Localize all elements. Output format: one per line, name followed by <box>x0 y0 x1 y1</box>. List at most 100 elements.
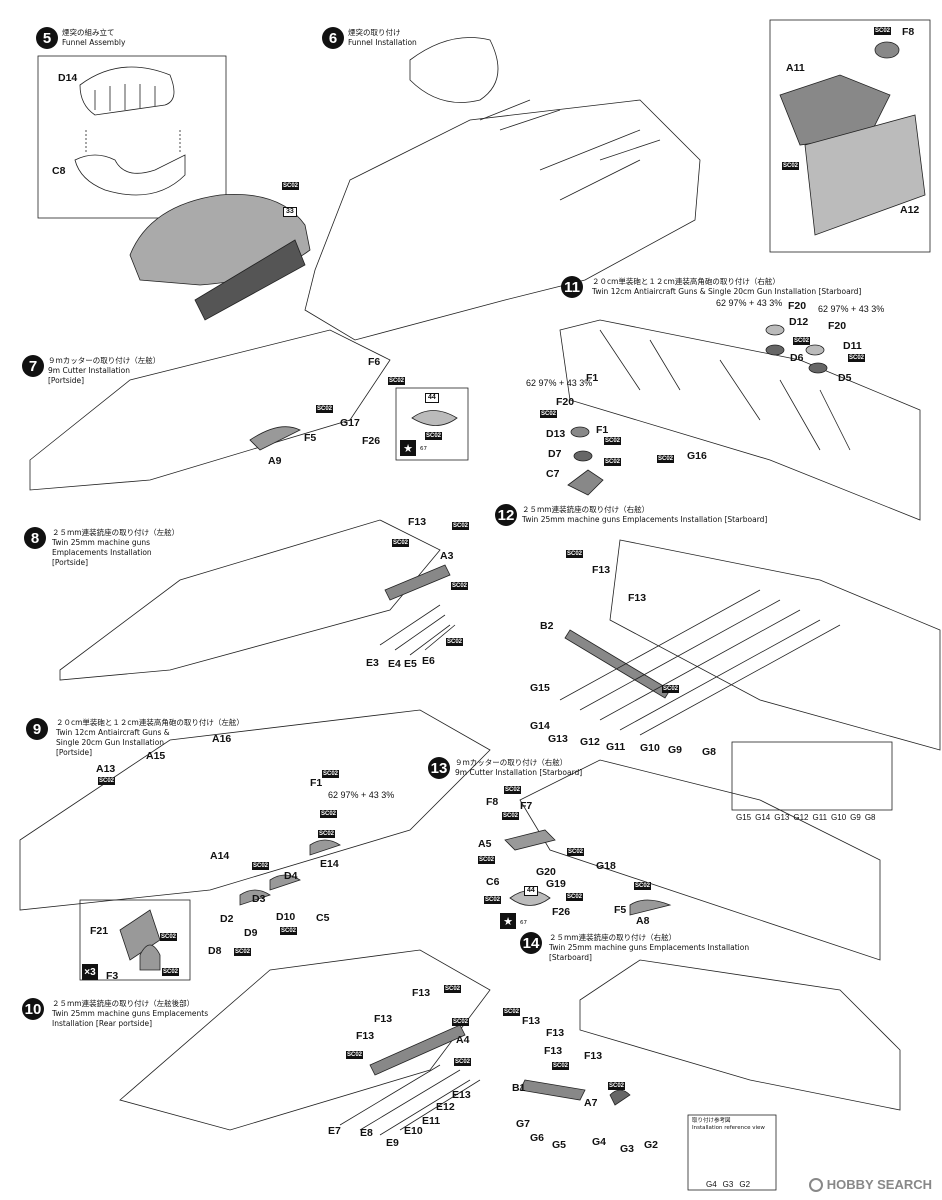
step5-number: 5 <box>36 27 58 49</box>
part-label-f13: F13 <box>522 1015 541 1027</box>
part-label-e13: E13 <box>452 1089 471 1101</box>
step10-title-en: Twin 25mm machine guns Emplacements <box>52 1009 209 1018</box>
part-label-a13: A13 <box>96 763 116 775</box>
part-label-d12: D12 <box>789 316 809 328</box>
part-label-d14: D14 <box>58 72 78 84</box>
ref-label: G4 <box>706 1180 717 1189</box>
color-tag-sc02: SC02 <box>454 1058 472 1066</box>
color-tag-sc02: SC02 <box>540 410 558 418</box>
star-icon: ★ <box>500 913 516 929</box>
step13-title-jp: ９mカッターの取り付け（右舷） <box>455 758 568 767</box>
color-tag-sc02: SC02 <box>793 337 811 345</box>
color-tag-sc02: SC02 <box>503 1008 521 1016</box>
color-tag-sc02: SC02 <box>608 1082 626 1090</box>
step12-hull <box>609 539 941 751</box>
step6-title-jp: 煙突の取り付け <box>348 28 401 37</box>
part-label-g10: G10 <box>640 742 660 754</box>
step14-title-en2: [Starboard] <box>549 953 592 962</box>
step11-title-en: Twin 12cm Antiaircraft Guns & Single 20c… <box>592 287 862 296</box>
step14-title-jp: ２５mm連装銃座の取り付け（右舷） <box>549 933 677 942</box>
color-tag-44: 44 <box>425 393 439 403</box>
part-label-a12: A12 <box>900 204 920 216</box>
ref-label: G8 <box>864 813 876 822</box>
step5-title-en: Funnel Assembly <box>62 38 126 47</box>
part-label-a9: A9 <box>268 455 282 467</box>
part-label-e8: E8 <box>360 1127 373 1139</box>
part-label-d8: D8 <box>208 945 222 957</box>
ref-label: G2 <box>739 1180 751 1189</box>
part-label-a15: A15 <box>146 750 166 762</box>
part-label-d9: D9 <box>244 927 258 939</box>
part-label-f20: F20 <box>556 396 575 408</box>
step9-title-en: Twin 12cm Antiaircraft Guns & <box>56 728 170 737</box>
paint-mix-b: 62 97% + 43 3% <box>818 304 885 314</box>
step9-number: 9 <box>26 718 48 740</box>
step14-hull <box>579 959 901 1111</box>
step8-title-jp: ２５mm連装銃座の取り付け（左舷） <box>52 528 180 537</box>
part-label-f5: F5 <box>614 904 627 916</box>
color-tag-sc02: SC02 <box>604 437 622 445</box>
color-tag-sc02: SC02 <box>567 848 585 856</box>
step13-title-en: 9m Cutter Installation [Starboard] <box>455 768 583 777</box>
step7-detail-frame <box>395 387 469 461</box>
part-label-d2: D2 <box>220 913 234 925</box>
part-label-g9: G9 <box>668 744 683 756</box>
part-label-e7: E7 <box>328 1125 341 1137</box>
part-label-d11: D11 <box>843 340 862 352</box>
part-label-c5: C5 <box>316 912 330 924</box>
part-label-d5: D5 <box>838 372 852 384</box>
ref-label: G14 <box>755 813 771 822</box>
step10-title-en2: Installation [Rear portside] <box>52 1019 153 1028</box>
step9-hull <box>19 709 491 911</box>
step8-number: 8 <box>24 527 46 549</box>
part-label-e14: E14 <box>320 858 339 870</box>
step12-number: 12 <box>495 504 517 526</box>
step7-title-en2: [Portside] <box>48 376 85 385</box>
watermark: HOBBY SEARCH <box>808 1177 932 1192</box>
color-tag-sc02: SC02 <box>552 1062 570 1070</box>
part-label-g7: G7 <box>516 1118 531 1130</box>
color-tag-67: 67 <box>520 920 527 926</box>
part-label-g5: G5 <box>552 1139 567 1151</box>
color-tag-sc02: SC02 <box>478 856 496 864</box>
color-tag-sc02: SC02 <box>848 354 866 362</box>
ref-label: G12 <box>793 813 809 822</box>
step9-title-en2: Single 20cm Gun Installation <box>56 738 165 747</box>
part-label-b1: B1 <box>512 1082 526 1094</box>
part-label-b2: B2 <box>540 620 554 632</box>
part-label-g16: G16 <box>687 450 707 462</box>
part-label-e6: E6 <box>422 655 435 667</box>
part-label-g3: G3 <box>620 1143 635 1155</box>
part-label-g20: G20 <box>536 866 556 878</box>
step7-title-jp: ９mカッターの取り付け（左舷） <box>48 356 161 365</box>
part-label-a3: A3 <box>440 550 454 562</box>
part-label-g2: G2 <box>644 1139 659 1151</box>
color-tag-sc02: SC02 <box>316 405 334 413</box>
step14-reference-labels: G4 G3 G2 <box>706 1180 750 1189</box>
ref-label: G3 <box>722 1180 734 1189</box>
part-label-f1: F1 <box>586 372 599 384</box>
step11-title-jp: ２０cm単装砲と１２cm連装高角砲の取り付け（右舷） <box>592 277 780 286</box>
step5-title-jp: 煙突の組み立て <box>62 28 115 37</box>
color-tag-sc02: SC02 <box>604 458 622 466</box>
ref14-title-jp: 取り付け参考図 <box>692 1118 731 1124</box>
part-a5 <box>504 829 556 851</box>
paint-mix-c: 62 97% + 43 3% <box>526 378 593 388</box>
part-label-f5: F5 <box>304 432 317 444</box>
part-label-g4: G4 <box>592 1136 607 1148</box>
color-tag-sc02: SC02 <box>425 432 443 440</box>
color-tag-44: 44 <box>524 886 538 896</box>
part-label-g19: G19 <box>546 878 566 890</box>
part-b1 <box>519 1079 586 1101</box>
step7-title-en: 9m Cutter Installation <box>48 366 130 375</box>
step8-title-en3: [Portside] <box>52 558 89 567</box>
part-f8 <box>874 41 900 59</box>
color-tag-sc02: SC02 <box>388 377 406 385</box>
step14-title-en: Twin 25mm machine guns Emplacements Inst… <box>549 943 750 952</box>
color-tag-sc02: SC02 <box>446 638 464 646</box>
step14-number: 14 <box>520 932 542 954</box>
step12-reference-frame <box>731 741 893 811</box>
color-tag-67: 67 <box>420 446 427 452</box>
color-tag-sc02: SC02 <box>318 830 336 838</box>
color-tag-sc02: SC02 <box>162 968 180 976</box>
